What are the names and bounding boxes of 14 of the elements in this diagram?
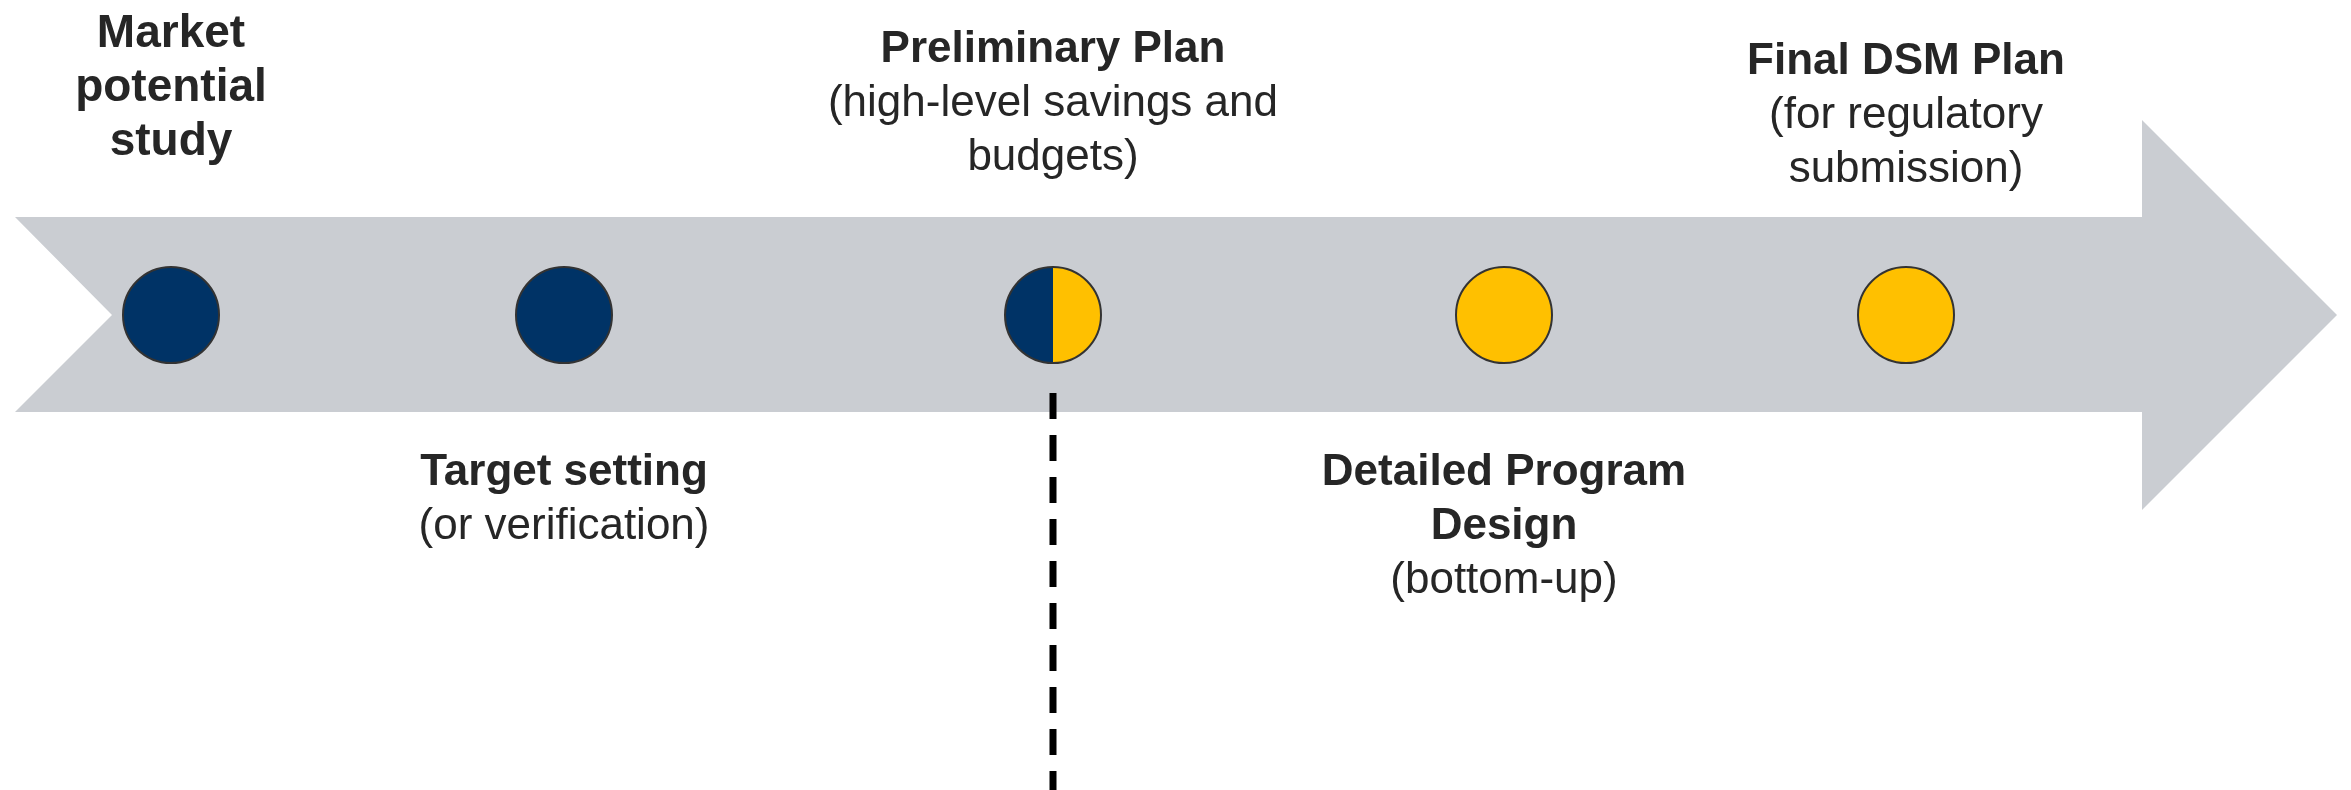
milestone-note: (or verification): [417, 498, 711, 550]
milestone-title: Final DSM Plan: [1746, 33, 2066, 85]
milestone-circle: [1856, 265, 1956, 365]
milestone-note: (for regulatory submission): [1768, 87, 2044, 193]
milestone-circle: [121, 265, 221, 365]
milestone-title: Preliminary Plan: [879, 21, 1227, 73]
milestone-title: Market potential study: [74, 4, 268, 166]
milestone-circle: [1454, 265, 1554, 365]
milestone-title: Target setting: [419, 444, 709, 496]
milestone-note: (high-level savings and budgets): [826, 75, 1279, 181]
milestone-circle: [514, 265, 614, 365]
milestone-note: (bottom-up): [1389, 552, 1619, 604]
milestone-title: Detailed Program Design: [1320, 444, 1688, 550]
half-filled-milestone-circle: [1003, 265, 1103, 365]
